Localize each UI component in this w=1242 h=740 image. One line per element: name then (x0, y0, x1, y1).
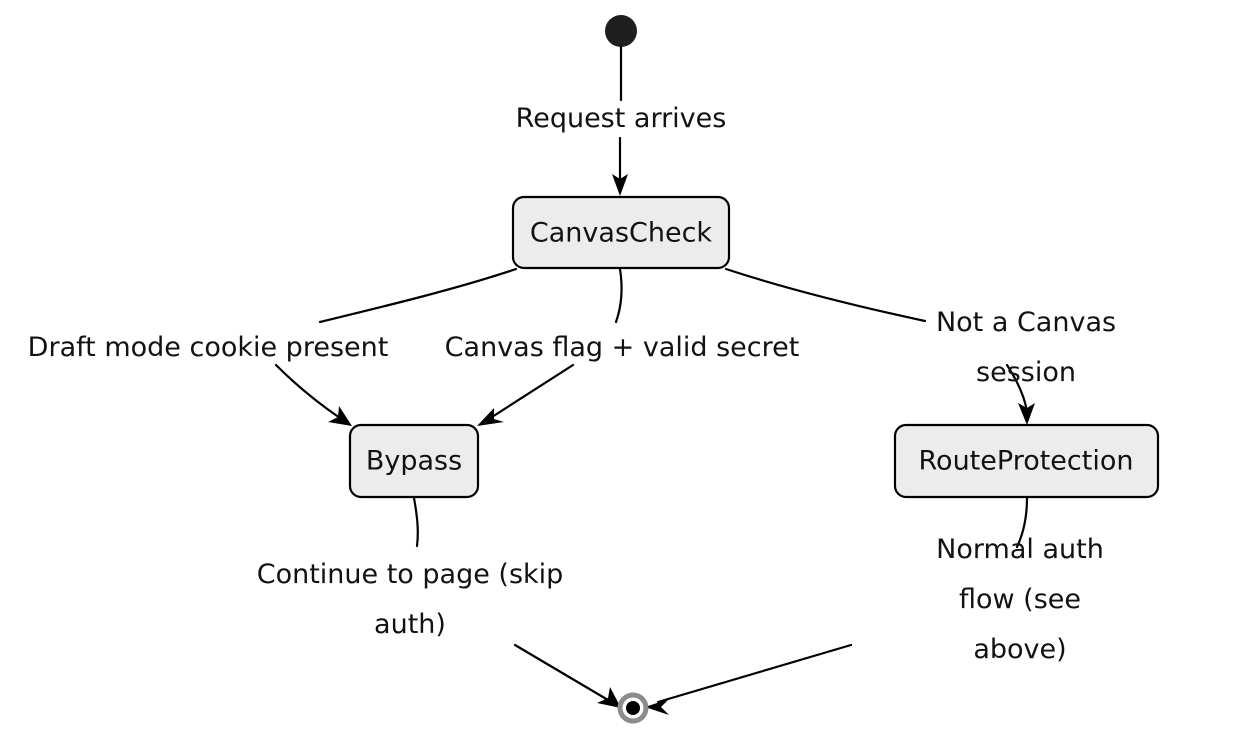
start-state-node (605, 15, 637, 47)
state-node-routeprotection[interactable] (893, 423, 1160, 499)
state-label-routeprotection: RouteProtection (918, 445, 1134, 477)
edge-bypass-to-end-upper (412, 496, 419, 548)
arrowhead-into-routeprotection (1018, 403, 1035, 425)
edge-label-not-a-canvas-session: Not a Canvas session (935, 307, 1117, 388)
arrowhead-into-bypass-left (328, 406, 352, 426)
edge-routeprotection-to-end-lower (656, 643, 853, 704)
edge-canvascheck-to-routeprotection-upper (724, 267, 927, 323)
edge-canvascheck-to-bypass-draft-lower (274, 363, 342, 420)
arrowhead-into-bypass-right (477, 408, 504, 426)
edge-label-draft-mode-cookie-present: Draft mode cookie present (27, 332, 389, 364)
arrowhead-into-canvascheck (612, 174, 628, 196)
state-node-canvascheck[interactable] (511, 195, 731, 270)
end-state-ring (617, 692, 649, 724)
edge-label-canvas-flag-valid-secret: Canvas flag + valid secret (444, 332, 800, 364)
edge-canvascheck-to-bypass-flag-lower (490, 363, 575, 419)
edge-label-continue-to-page: Continue to page (skip auth) (256, 559, 564, 640)
edge-label-request-arrives: Request arrives (515, 103, 727, 135)
state-label-canvascheck: CanvasCheck (529, 217, 713, 249)
edge-bypass-to-end-lower (513, 643, 610, 702)
edge-canvascheck-to-bypass-flag-upper (614, 267, 623, 324)
arrowhead-into-end-right (645, 699, 669, 715)
state-label-bypass: Bypass (365, 445, 463, 477)
edge-label-normal-auth-flow: Normal auth flow (see above) (936, 534, 1104, 665)
edge-routeprotection-to-end-upper (1015, 496, 1029, 549)
arrowhead-into-end-left (597, 687, 621, 708)
end-state-dot (626, 701, 640, 715)
edge-canvascheck-to-bypass-draft-upper (318, 267, 518, 324)
